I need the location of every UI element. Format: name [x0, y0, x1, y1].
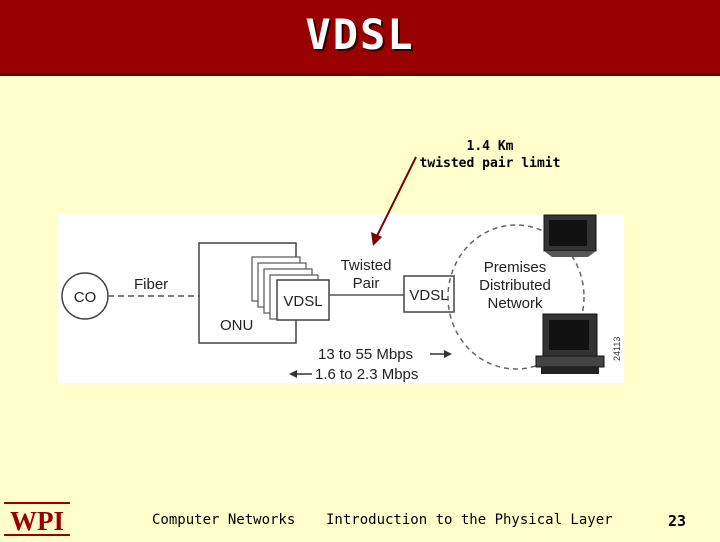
upstream-arrow-head	[289, 370, 297, 378]
premises-label-3: Network	[487, 295, 543, 312]
svg-text:WPI: WPI	[10, 506, 64, 536]
page-number: 23	[668, 512, 687, 530]
twisted-pair-label-1: Twisted	[341, 257, 392, 274]
annotation-line-2: twisted pair limit	[419, 156, 561, 171]
upstream-rate-label: 1.6 to 2.3 Mbps	[315, 366, 418, 383]
downstream-rate-label: 13 to 55 Mbps	[318, 346, 413, 363]
fiber-label: Fiber	[134, 276, 168, 293]
wpi-logo: WPI	[2, 500, 72, 538]
slide-title: VDSL	[305, 10, 415, 59]
onu-label: ONU	[220, 317, 253, 334]
vdsl-diagram-svg: CO Fiber ONU VDSL Twisted Pair VDSL Prem…	[61, 214, 622, 383]
vdsl-onu-label: VDSL	[283, 293, 322, 310]
footer-course: Computer Networks	[152, 512, 296, 528]
vdsl-onu-card	[276, 279, 330, 321]
footer-topic: Introduction to the Physical Layer	[326, 512, 613, 528]
figure-id: 24113	[612, 337, 622, 361]
twisted-pair-label-2: Pair	[353, 275, 380, 292]
premises-label-2: Distributed	[479, 277, 551, 294]
premises-label-1: Premises	[484, 259, 547, 276]
annotation-line-1: 1.4 Km	[466, 139, 514, 154]
vdsl-diagram: CO Fiber ONU VDSL Twisted Pair VDSL Prem…	[58, 213, 624, 383]
monitor-icon	[543, 214, 597, 257]
annotation: 1.4 Km twisted pair limit	[400, 138, 580, 172]
title-bar	[0, 0, 720, 76]
vdsl-remote-box	[403, 275, 455, 313]
vdsl-remote-label: VDSL	[409, 287, 448, 304]
co-label: CO	[74, 289, 97, 306]
computer-icon	[535, 313, 605, 374]
downstream-arrow-head	[444, 350, 452, 358]
premises-network-ellipse	[447, 224, 585, 370]
